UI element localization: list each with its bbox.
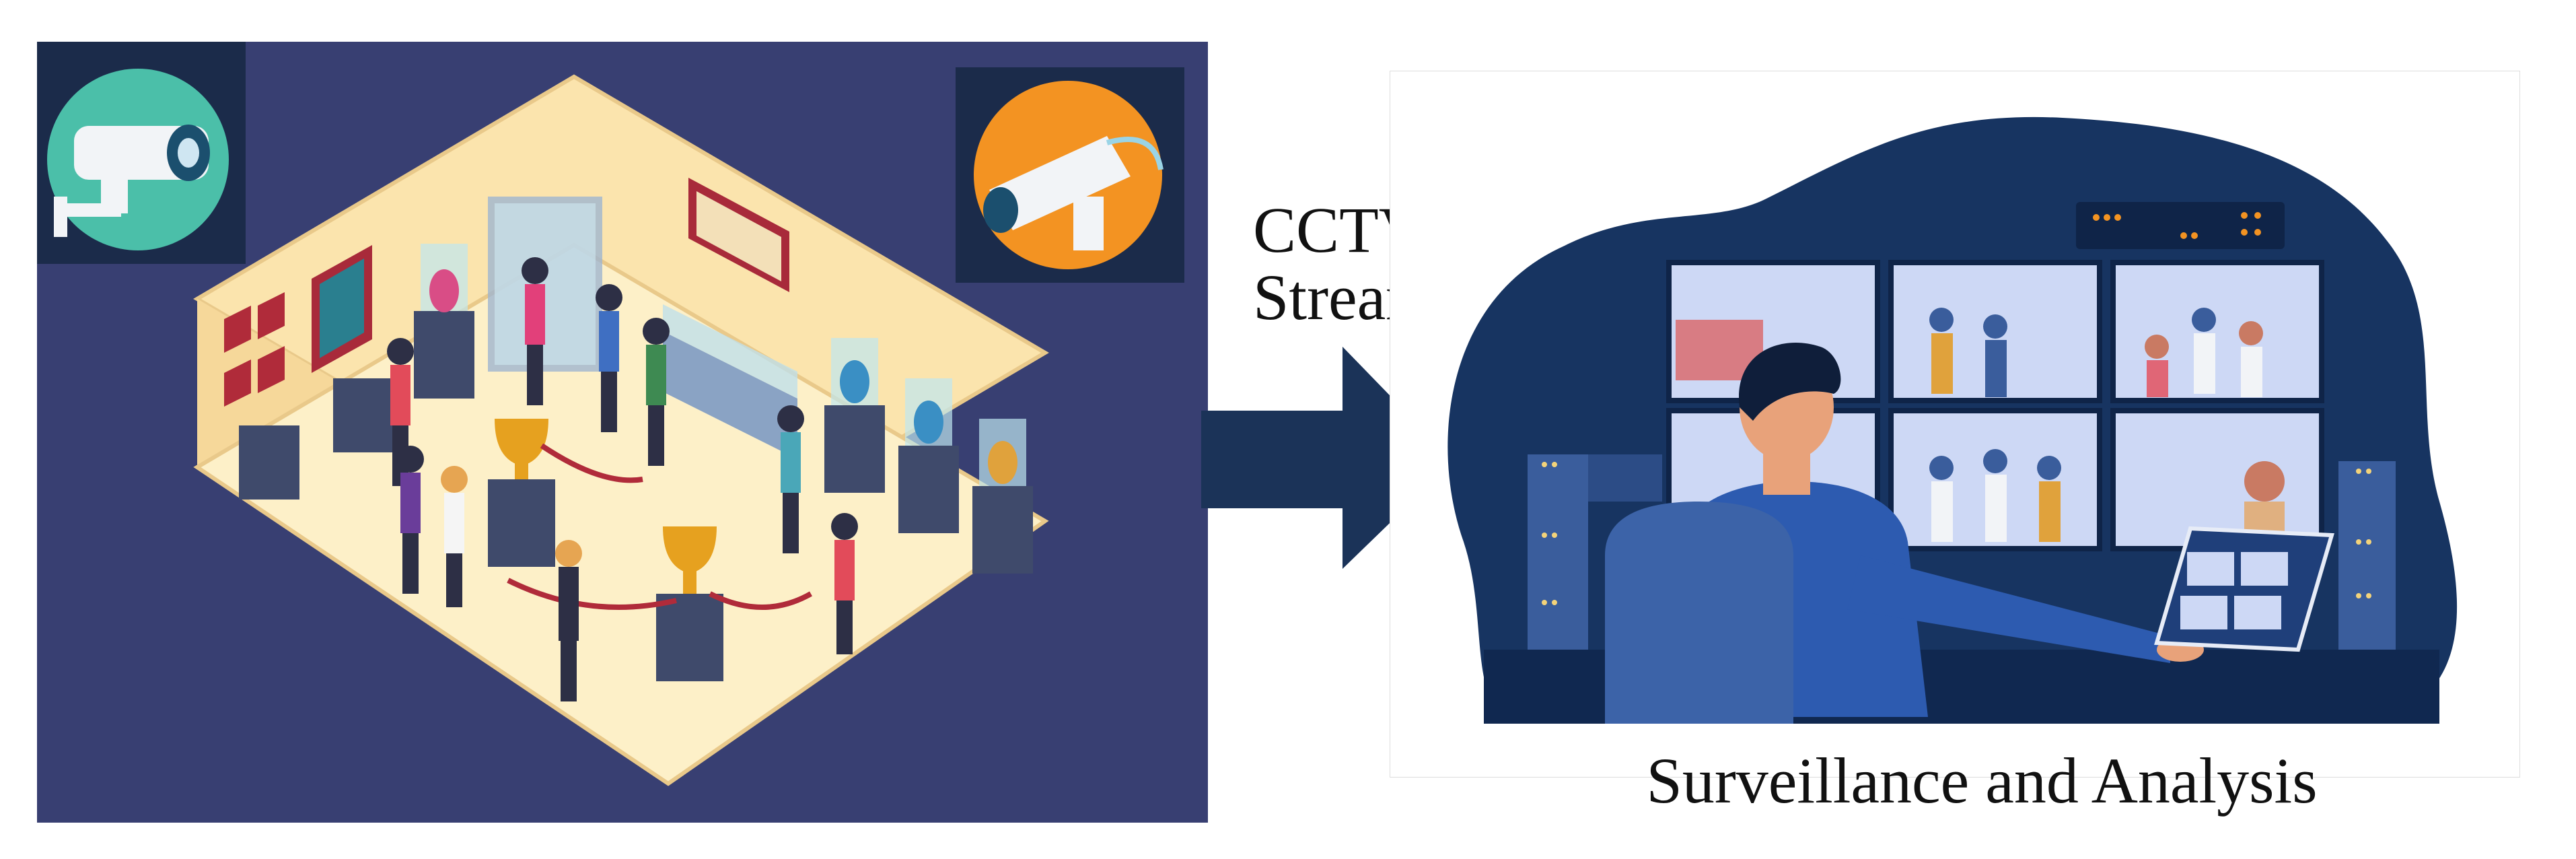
surveillance-analysis-label: Surveillance and Analysis — [1646, 745, 2318, 817]
cctv-camera-icon — [37, 42, 246, 264]
server-unit — [2076, 202, 2285, 249]
cctv-camera-icon — [956, 67, 1184, 283]
museum-visitors — [387, 257, 858, 701]
operator-tablet — [2154, 526, 2334, 652]
display-cases — [239, 197, 1033, 574]
surveillance-control-room-panel — [1389, 70, 2521, 778]
control-room-illustration — [1389, 70, 2521, 778]
wall-paintings — [224, 178, 789, 407]
museum-illustration — [37, 42, 1208, 823]
trophy-exhibits — [488, 419, 812, 681]
side-server-racks — [1528, 454, 2396, 650]
museum-scene-panel — [37, 42, 1208, 823]
operator-chair — [1605, 502, 1793, 724]
